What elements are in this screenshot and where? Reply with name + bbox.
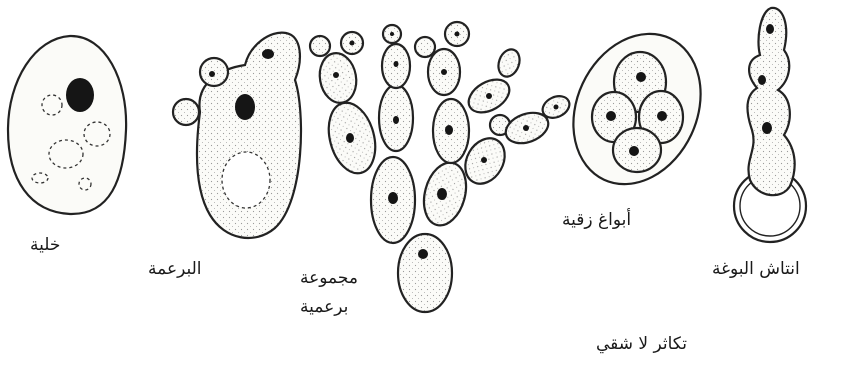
label-bud-cluster-2: برعمية <box>300 297 348 317</box>
label-bud-cluster-1: مجموعة <box>300 268 358 288</box>
label-ascospores: أبواغ زقية <box>562 210 631 230</box>
cell-nucleus <box>66 78 94 112</box>
label-spore-germination: انتاش البوغة <box>712 259 800 279</box>
ascus <box>550 13 725 205</box>
budding-cell <box>173 33 301 238</box>
budding-nucleus <box>235 94 255 120</box>
label-cell: خلية <box>30 235 60 255</box>
spore-germination <box>734 8 806 242</box>
bud <box>173 99 199 125</box>
budding-vacuole <box>222 152 270 208</box>
single-cell <box>8 36 126 214</box>
label-asexual-reproduction: تكاثر لا شقي <box>596 334 687 354</box>
label-budding: البرعمة <box>148 259 202 279</box>
